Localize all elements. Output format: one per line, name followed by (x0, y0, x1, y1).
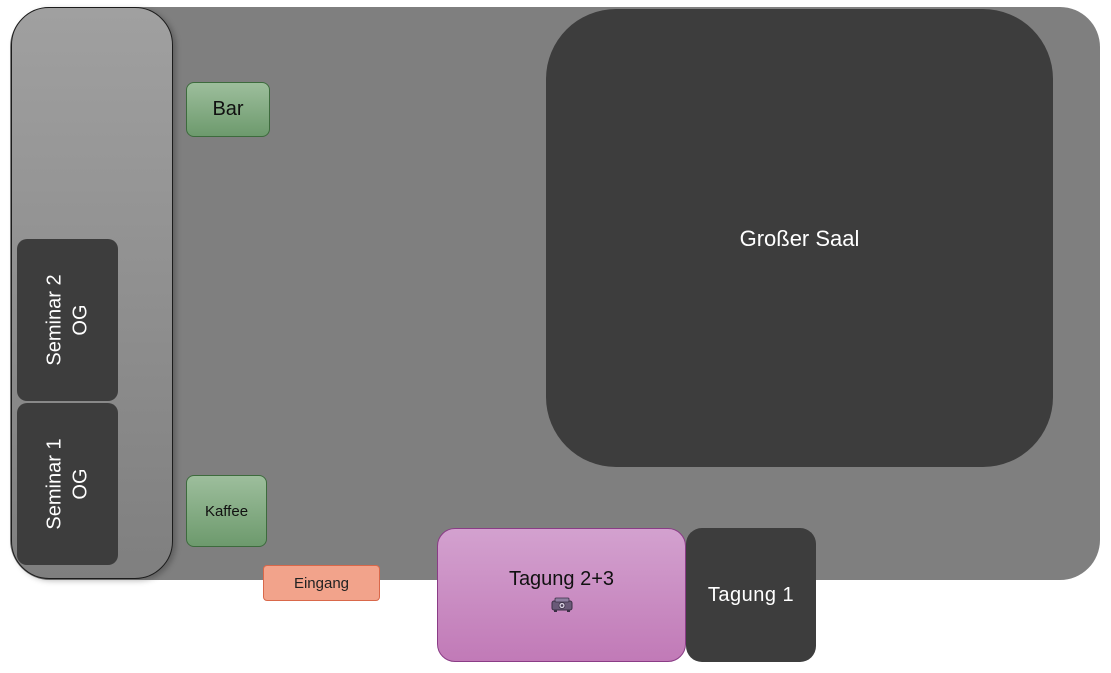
entrance[interactable]: Eingang (263, 565, 380, 601)
room-seminar-2-name: Seminar 2 (43, 274, 66, 366)
entrance-label: Eingang (293, 574, 350, 592)
room-seminar-1-name: Seminar 1 (43, 438, 66, 530)
room-seminar-2[interactable]: Seminar 2 OG (17, 239, 118, 401)
room-tagung-1[interactable]: Tagung 1 (686, 528, 816, 662)
room-kaffee[interactable]: Kaffee (186, 475, 267, 547)
room-tagung-2-3-label: Tagung 2+3 (508, 567, 615, 590)
room-grosser-saal[interactable]: Großer Saal (546, 9, 1053, 467)
room-tagung-2-3[interactable]: Tagung 2+3 (437, 528, 686, 662)
room-seminar-2-label: Seminar 2 OG (42, 274, 94, 365)
room-seminar-1-floor: OG (69, 468, 92, 500)
room-seminar-2-floor: OG (69, 304, 92, 336)
projector-icon (551, 597, 572, 612)
room-grosser-saal-label: Großer Saal (739, 226, 860, 251)
room-bar[interactable]: Bar (186, 82, 270, 137)
room-kaffee-label: Kaffee (204, 502, 249, 520)
room-tagung-1-label: Tagung 1 (707, 583, 795, 606)
room-seminar-1[interactable]: Seminar 1 OG (17, 403, 118, 565)
room-bar-label: Bar (212, 98, 244, 120)
room-seminar-1-label: Seminar 1 OG (42, 438, 94, 529)
